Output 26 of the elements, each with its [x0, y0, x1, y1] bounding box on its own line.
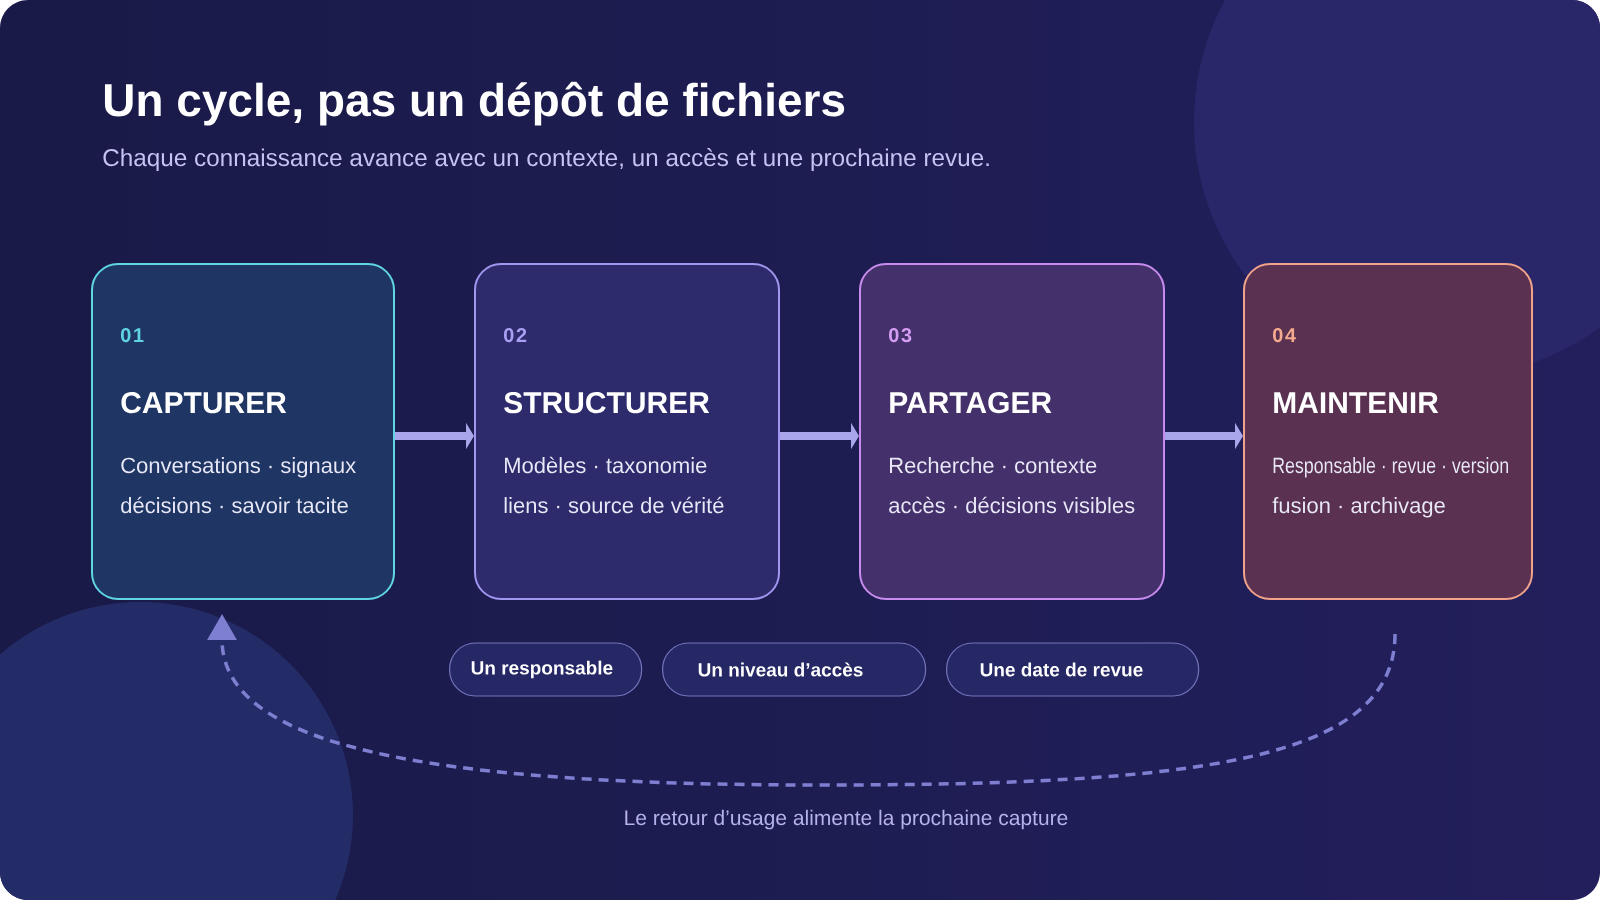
step-description: Modèles · taxonomie	[505, 456, 707, 474]
step-number: 03	[889, 328, 912, 343]
tag-pill: Une date de revue	[946, 642, 1200, 697]
step-number: 02	[504, 328, 527, 343]
tag-pill: Un niveau d’accès	[662, 642, 927, 697]
step-number: 04	[1273, 328, 1296, 343]
subtitle: Chaque connaissance avance avec un contexte, un accès et une prochaine revue.	[103, 148, 989, 172]
step-description: Recherche · contexte	[890, 457, 1097, 474]
title: Un cycle, pas un dépôt de fichiers	[104, 81, 845, 126]
step-title: PARTAGER	[890, 392, 1052, 414]
tag-pill: Un responsable	[449, 642, 643, 697]
step-title: STRUCTURER	[504, 392, 710, 414]
step-description: Conversations · signaux	[121, 457, 356, 478]
step-number: 01	[121, 328, 144, 343]
step-card	[1243, 263, 1533, 600]
step-description: liens · source de vérité	[504, 496, 724, 514]
caption: Le retour d’usage alimente la prochaine capture	[625, 809, 1068, 830]
step-card	[91, 263, 395, 600]
step-description: Responsable · revue · version	[1273, 457, 1509, 478]
step-description: accès · décisions visibles	[889, 496, 1135, 514]
step-description: décisions · savoir tacite	[121, 496, 348, 514]
step-description: fusion · archivage	[1272, 497, 1445, 518]
step-card	[474, 263, 780, 600]
step-card	[859, 263, 1165, 600]
step-title: MAINTENIR	[1274, 392, 1439, 413]
step-title: CAPTURER	[121, 392, 287, 414]
